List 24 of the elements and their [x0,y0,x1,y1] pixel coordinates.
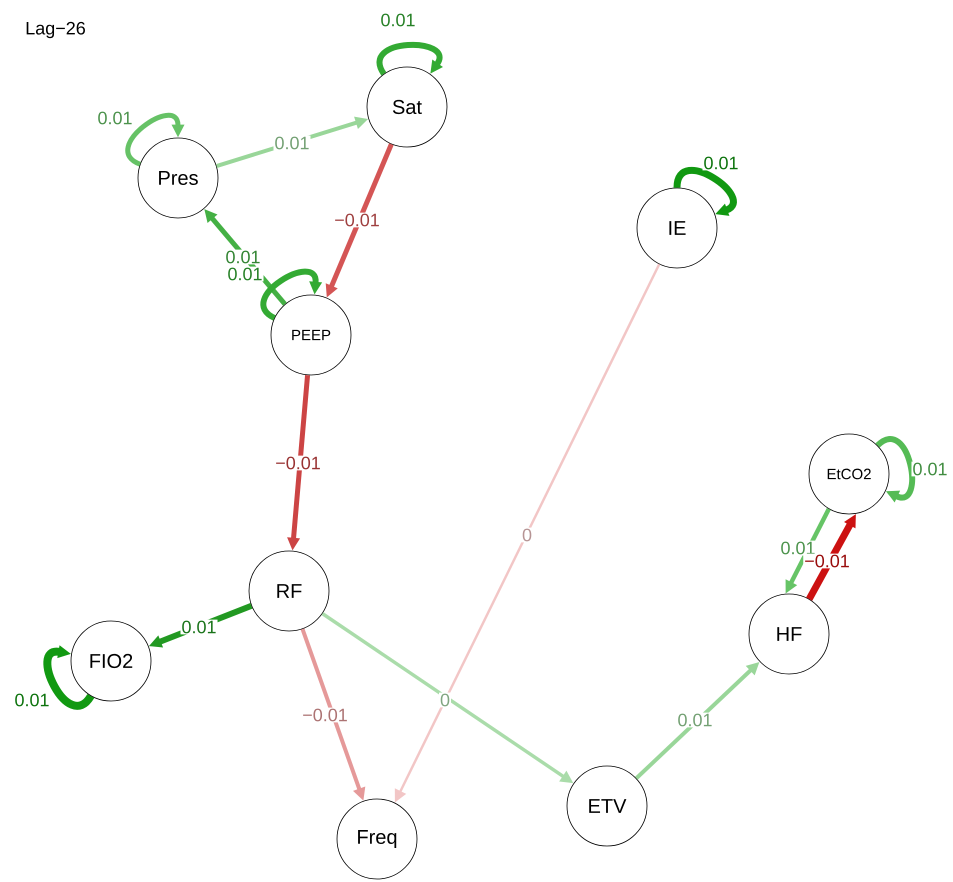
plot-label: Lag−26 [26,22,85,38]
edge-label: −0.01 [301,708,349,722]
edge-label: −0.01 [274,456,322,470]
edge-label: 0 [521,528,533,542]
loop-arrow [126,112,185,166]
loop-arrow [674,167,737,216]
edge-label: 0.01 [224,250,262,264]
edge-label: 0.01 [702,156,740,170]
loop-arrow [260,268,322,320]
edge-label: 0.01 [96,110,134,126]
edge-label: 0 [439,692,452,708]
edge-label: 0.01 [226,266,264,282]
edge-label: 0.01 [180,620,218,634]
loop-arrow [376,42,443,76]
edge-label: −0.01 [803,554,851,568]
edge-label: 0.01 [912,462,949,476]
edge-label: 0.01 [14,692,51,708]
edge-label: 0.01 [380,12,417,28]
edge-label: 0.01 [274,136,311,150]
edge-label: 0.01 [780,540,817,556]
edge-label: −0.01 [333,212,381,228]
edge-label: 0.01 [676,712,714,728]
loop-arrow [876,436,915,502]
loop-arrow [43,645,94,710]
